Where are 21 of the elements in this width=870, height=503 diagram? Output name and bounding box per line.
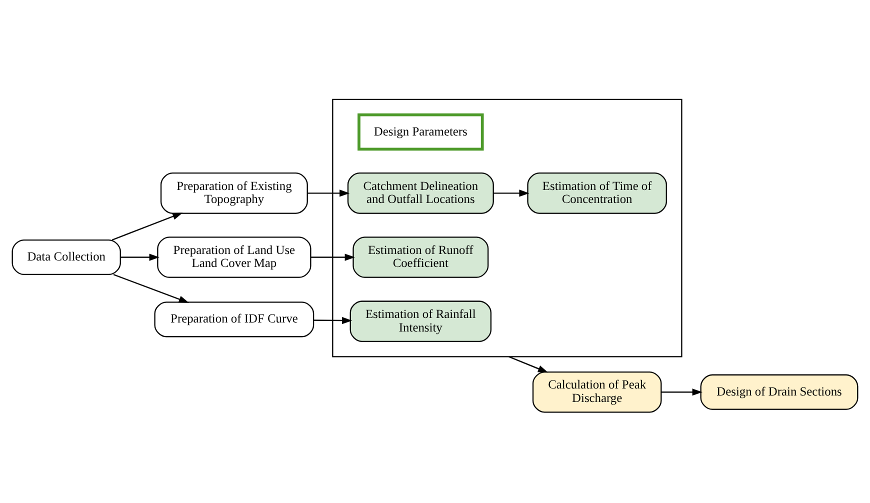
- arrow: [661, 388, 702, 396]
- node-box: Preparation of Existing Topography: [160, 172, 308, 214]
- node-box: Estimation of Runoff Coefficient: [352, 236, 489, 278]
- node-box: Estimation of Time of Concentration: [527, 172, 667, 214]
- node-box: Calculation of Peak Discharge: [532, 370, 662, 412]
- arrow: [120, 253, 160, 260]
- node-box: Preparation of IDF Curve: [154, 301, 314, 337]
- node-box: Estimation of Rainfall Intensity: [350, 300, 492, 342]
- node-box: Design Parameters: [358, 112, 484, 150]
- arrow: [314, 316, 352, 324]
- node-box: Data Collection: [12, 238, 121, 275]
- node-box: Catchment Delineation and Outfall Locations: [347, 172, 494, 214]
- arrow: [113, 274, 190, 302]
- arrow: [112, 212, 183, 240]
- arrow: [493, 189, 530, 196]
- arrow: [310, 253, 355, 260]
- node-box: Design of Drain Sections: [700, 374, 858, 410]
- cluster: [332, 98, 682, 357]
- arrow: [308, 189, 350, 196]
- arrow: [508, 356, 548, 372]
- node-box: Preparation of Land Use Land Cover Map: [157, 236, 312, 278]
